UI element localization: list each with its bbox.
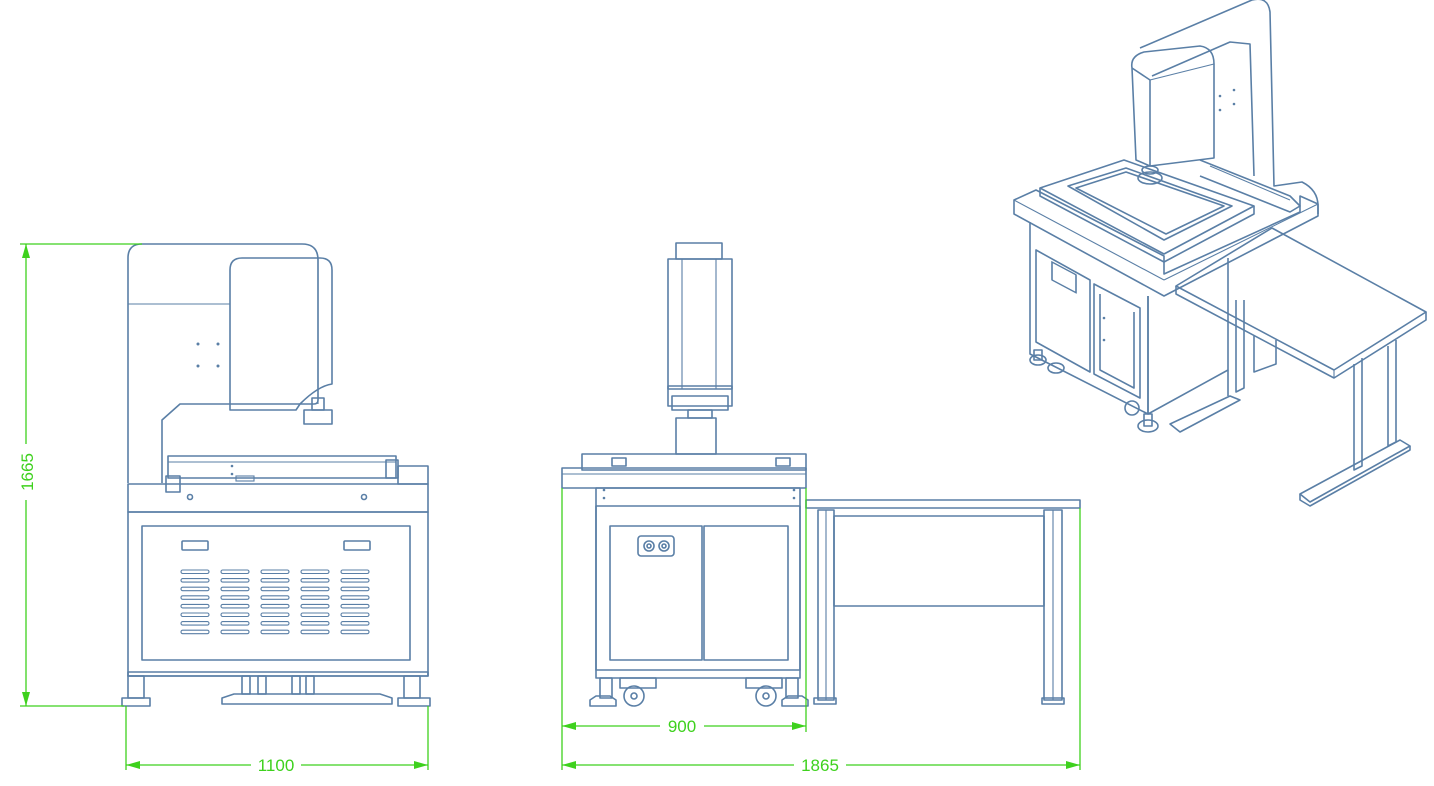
width-front-label: 1100 <box>258 756 295 775</box>
front-cabinet <box>127 511 429 677</box>
side-control-panel <box>637 535 675 557</box>
front-handle-right <box>343 540 371 551</box>
vent-slot <box>180 569 210 575</box>
iso-side-table <box>1175 227 1427 507</box>
vent-slot <box>220 629 250 635</box>
vent-slot <box>220 569 250 575</box>
width-cabinet-label: 900 <box>668 717 696 736</box>
iso-door-left <box>1035 249 1091 373</box>
vent-slot <box>220 595 250 600</box>
front-column-dots <box>196 342 220 368</box>
vent-slot <box>220 586 250 592</box>
vent-slot <box>300 595 330 600</box>
side-base-top <box>561 467 807 489</box>
width-total-label: 1865 <box>801 756 839 775</box>
front-feet <box>121 675 431 707</box>
vent-slot <box>260 629 290 635</box>
vent-slot <box>300 603 330 609</box>
iso-base-top <box>1013 189 1319 297</box>
side-column <box>667 258 733 390</box>
vent-slot <box>260 621 290 626</box>
vent-slot <box>340 612 370 618</box>
vent-slot <box>300 621 330 626</box>
vent-slot <box>340 629 370 635</box>
side-view <box>561 242 1081 707</box>
vent-slot <box>180 595 210 600</box>
side-cabinet <box>595 487 801 679</box>
vent-slot <box>340 569 370 575</box>
front-cabinet-door <box>141 525 411 661</box>
side-column-cap <box>675 242 723 260</box>
iso-view <box>1013 0 1427 507</box>
vent-slot <box>260 578 290 583</box>
dimension-width-total: 1865 <box>562 508 1081 775</box>
dimension-width-front: 1100 <box>125 706 429 775</box>
vent-slot <box>260 603 290 609</box>
front-handle-left <box>181 540 209 551</box>
vent-slot <box>340 595 370 600</box>
vent-slot <box>300 629 330 635</box>
front-column <box>127 243 319 483</box>
vent-slot <box>180 603 210 609</box>
vent-slot <box>340 578 370 583</box>
front-zaxis-head <box>229 257 333 411</box>
iso-column-arm <box>1139 0 1319 214</box>
side-door-right <box>703 525 789 661</box>
side-casters <box>589 677 809 707</box>
vent-slot <box>260 569 290 575</box>
vent-slot <box>220 621 250 626</box>
vent-slot <box>340 586 370 592</box>
side-door-left <box>609 525 703 661</box>
iso-feet <box>1029 300 1245 433</box>
vent-slot <box>300 586 330 592</box>
side-stage <box>581 453 807 471</box>
vent-slot <box>220 603 250 609</box>
vent-slot <box>180 586 210 592</box>
front-vents <box>180 569 370 635</box>
vent-slot <box>180 578 210 583</box>
vent-slot <box>300 578 330 583</box>
vent-slot <box>260 595 290 600</box>
vent-slot <box>260 586 290 592</box>
vent-slot <box>220 578 250 583</box>
vent-slot <box>340 603 370 609</box>
vent-slot <box>300 612 330 618</box>
front-stage <box>167 455 397 479</box>
side-table <box>805 499 1081 705</box>
iso-zaxis-head <box>1130 45 1215 167</box>
front-view <box>121 243 431 707</box>
vent-slot <box>340 621 370 626</box>
vent-slot <box>180 629 210 635</box>
height-label: 1665 <box>18 453 37 491</box>
vent-slot <box>220 612 250 618</box>
vent-slot <box>300 569 330 575</box>
iso-door-right <box>1093 283 1141 399</box>
front-base-top <box>127 483 429 513</box>
dimension-height: 1665 <box>14 243 142 707</box>
vent-slot <box>180 621 210 626</box>
dimension-width-cabinet: 900 <box>561 488 807 770</box>
front-lens-ring <box>303 409 333 425</box>
vent-slot <box>180 612 210 618</box>
vent-slot <box>260 612 290 618</box>
